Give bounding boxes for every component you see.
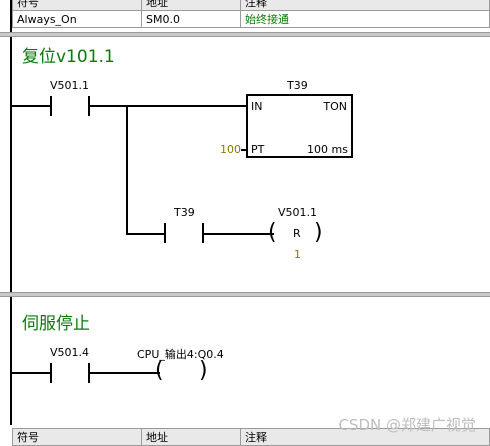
contact-address[interactable]: V501.4 (50, 346, 90, 359)
wire (241, 149, 246, 151)
table-cell: 地址 (141, 0, 241, 11)
table-row[interactable]: Always_On SM0.0 始终接通 (12, 10, 490, 28)
coil-instruction[interactable]: R (293, 227, 301, 240)
symbol-table-top: 符号 地址 注释 Always_On SM0.0 始终接通 (12, 0, 490, 28)
left-power-rail-top (10, 0, 12, 32)
table-cell: SM0.0 (141, 10, 241, 28)
timer-name[interactable]: T39 (287, 79, 308, 92)
contact-right-bar[interactable] (88, 96, 90, 116)
coil-left-paren[interactable]: ( (268, 220, 277, 245)
timer-unit: 100 ms (307, 143, 348, 156)
coil-address[interactable]: CPU_输出4:Q0.4 (137, 348, 224, 361)
network-divider (0, 292, 490, 297)
network-divider (0, 32, 490, 37)
timer-box[interactable]: IN TON PT 100 ms (246, 94, 353, 158)
network-title[interactable]: 复位v101.1 (22, 47, 115, 67)
coil-bit-count[interactable]: 1 (294, 248, 301, 261)
table-cell: 注释 (240, 0, 490, 11)
table-row: 符号 地址 注释 (12, 0, 490, 11)
contact-right-bar[interactable] (202, 223, 204, 243)
contact-address[interactable]: V501.1 (50, 79, 90, 92)
contact-address[interactable]: T39 (174, 206, 195, 219)
branch-wire (126, 105, 128, 235)
contact-left-bar[interactable] (50, 96, 52, 116)
timer-in-pin: IN (251, 100, 263, 113)
timer-preset-value[interactable]: 100 (220, 143, 241, 156)
symbol-table-bottom: 符号 地址 注释 (12, 428, 490, 446)
coil-address[interactable]: V501.1 (278, 206, 318, 219)
coil-left-paren[interactable]: ( (155, 358, 164, 383)
wire (90, 105, 246, 107)
left-power-rail[interactable] (10, 297, 12, 425)
network-title[interactable]: 伺服停止 (22, 314, 90, 334)
wire (90, 372, 160, 374)
wire (126, 233, 164, 235)
wire (12, 372, 50, 374)
table-cell: 始终接通 (240, 10, 490, 28)
contact-left-bar[interactable] (164, 223, 166, 243)
table-cell: Always_On (12, 10, 142, 28)
timer-pt-pin: PT (251, 143, 265, 156)
contact-left-bar[interactable] (50, 363, 52, 383)
wire (12, 105, 50, 107)
timer-type: TON (323, 100, 347, 113)
coil-right-paren[interactable]: ) (314, 220, 323, 245)
left-power-rail[interactable] (10, 37, 12, 292)
table-header-row: 符号 地址 注释 (12, 428, 490, 446)
table-cell: 符号 (12, 0, 142, 11)
wire (204, 233, 274, 235)
contact-right-bar[interactable] (88, 363, 90, 383)
coil-right-paren[interactable]: ) (199, 358, 208, 383)
watermark: CSDN @郑建广视觉 (338, 416, 476, 434)
